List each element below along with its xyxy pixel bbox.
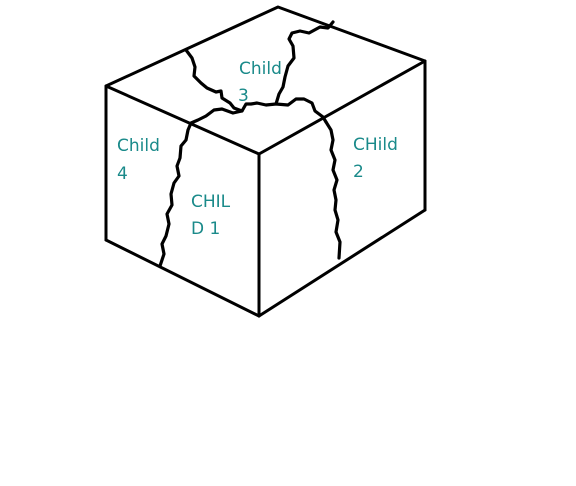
child1-label-line1: CHIL [191, 192, 231, 212]
bottom-left-edge [104, 238, 261, 318]
child3-label-line1: Child [239, 59, 282, 79]
crack-front-left [158, 107, 244, 268]
child4-label-line2: 4 [117, 164, 128, 184]
child3-label-line2: 3 [238, 86, 249, 106]
crack-right-face [324, 120, 342, 260]
region-labels: Child 3 Child 4 CHIL D 1 CHild 2 [117, 59, 398, 239]
child2-label-line1: CHild [353, 135, 398, 155]
crack-lines [158, 20, 342, 268]
child2-label-line2: 2 [353, 162, 364, 182]
child4-label-line1: Child [117, 136, 160, 156]
crack-top-right [274, 20, 335, 124]
bottom-right-edge [257, 208, 427, 318]
top-face-outline [104, 5, 427, 156]
box-outline [104, 5, 427, 318]
crack-top-left [184, 48, 278, 113]
child1-label-line2: D 1 [191, 219, 220, 239]
